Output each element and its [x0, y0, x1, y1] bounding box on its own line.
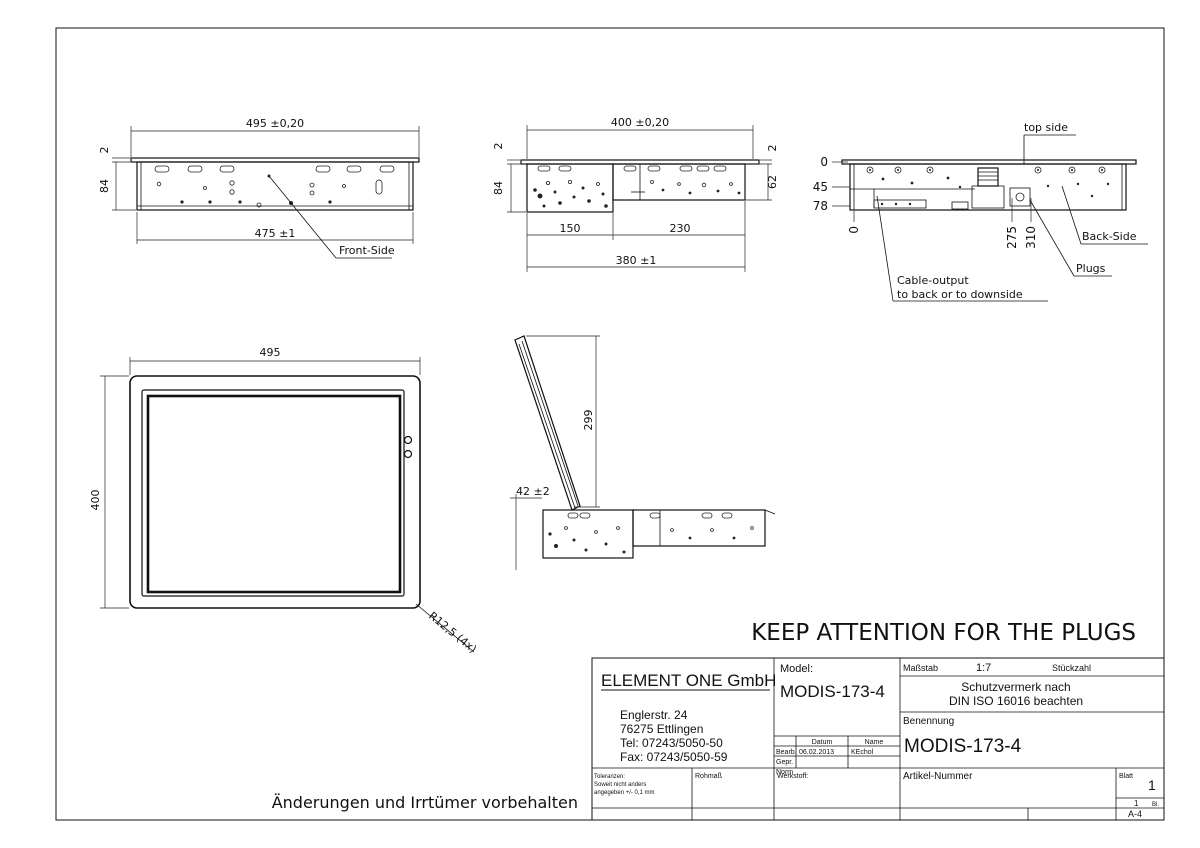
norm-label: Norm	[776, 769, 793, 776]
blatt-value: 1	[1148, 777, 1156, 793]
plugs-callout: Plugs	[1076, 262, 1106, 275]
panel-view: 495 400 R12,5 (4x)	[89, 346, 479, 656]
bearb-date: 06.02.2013	[799, 749, 834, 756]
side-width-top-dim: 400 ±0,20	[611, 116, 669, 129]
tilt-offset-dim: 42 ±2	[516, 485, 550, 498]
tolerance-line1: Toleranzen:	[594, 774, 625, 780]
front-width-bottom-dim: 475 ±1	[255, 227, 296, 240]
company-street: Englerstr. 24	[620, 708, 688, 722]
front-view: 495 ±0,20 2 84 475 ±1 Front-Side	[98, 117, 420, 259]
protection-line2: DIN ISO 16016 beachten	[949, 694, 1083, 708]
werkstoff-label: Werkstoff:	[777, 773, 808, 780]
front-width-top-dim: 495 ±0,20	[246, 117, 304, 130]
plug-connector	[1009, 187, 1031, 207]
side-holes	[533, 179, 741, 208]
front-top-gap-dim: 2	[98, 147, 111, 154]
model-value: MODIS-173-4	[780, 682, 885, 701]
panel-led-bottom	[403, 449, 413, 459]
side-seg-right-dim: 230	[670, 222, 691, 235]
front-height-dim: 84	[98, 179, 111, 193]
top-view-plate	[841, 159, 1137, 165]
panel-display-bezel	[141, 389, 405, 597]
tilt-left-box	[542, 509, 634, 559]
scale-value: 1:7	[976, 662, 991, 674]
side-view: 400 ±0,20 2 84 2 62 150 230 380 ±1	[492, 116, 779, 272]
protection-line1: Schutzvermerk nach	[961, 680, 1070, 694]
panel-display-area	[146, 394, 402, 594]
tilt-right-box	[632, 509, 766, 547]
top-side-label: top side	[1024, 121, 1068, 134]
bearb-name: KEchol	[851, 749, 874, 756]
panel-led-top	[403, 435, 413, 445]
side-right-gap-dim: 2	[766, 145, 779, 152]
side-height-right-dim: 62	[766, 175, 779, 189]
datum-label: Datum	[812, 739, 833, 746]
panel-height-dim: 400	[89, 490, 102, 511]
tilt-holes	[548, 512, 754, 554]
side-slots	[537, 165, 727, 172]
front-side-callout: Front-Side	[339, 244, 395, 257]
sheets-value: 1	[1134, 799, 1139, 808]
plugs-notice: KEEP ATTENTION FOR THE PLUGS	[751, 620, 1136, 646]
top-view: 0 45 78 0 275 310 top side Back-Side Plu…	[813, 121, 1148, 302]
artikel-label: Artikel-Nummer	[903, 771, 973, 782]
tolerance-line3: angegeben +/- 0,1 mm	[594, 790, 655, 796]
company-name: ELEMENT ONE GmbH	[601, 671, 776, 690]
panel-width-dim: 495	[260, 346, 281, 359]
panel-outline	[129, 375, 421, 609]
front-holes	[156, 174, 346, 208]
cable-callout-line1: Cable-output	[897, 274, 969, 287]
front-slots	[154, 165, 395, 195]
stueckzahl-label: Stückzahl	[1052, 663, 1091, 673]
tolerance-line2: Soweit nicht anders	[594, 782, 646, 788]
top-x-mark-275: 275	[1005, 226, 1019, 249]
front-body	[136, 161, 414, 211]
side-height-left-dim: 84	[492, 181, 505, 195]
massstab-label: Maßstab	[903, 663, 938, 673]
side-top-plate	[520, 159, 760, 165]
back-side-callout: Back-Side	[1082, 230, 1137, 243]
tilt-view: 299 42 ±2	[510, 335, 776, 570]
company-city: 76275 Ettlingen	[620, 722, 703, 736]
company-tel: Tel: 07243/5050-50	[620, 736, 723, 750]
top-y-mark-78: 78	[813, 199, 828, 213]
top-x-mark-310: 310	[1024, 226, 1038, 249]
bl-label: Bl.	[1152, 802, 1159, 808]
benennung-value: MODIS-173-4	[904, 736, 1022, 757]
format-value: A-4	[1128, 809, 1142, 819]
disclaimer: Änderungen und Irrtümer vorbehalten	[272, 793, 578, 812]
panel-radius-dim: R12,5 (4x)	[426, 609, 479, 655]
top-view-body	[849, 163, 1127, 211]
benennung-label: Benennung	[903, 716, 954, 727]
top-y-mark-45: 45	[813, 180, 828, 194]
side-right-box	[612, 163, 746, 201]
gepr-label: Gepr.	[776, 759, 793, 766]
side-left-gap-dim: 2	[492, 143, 505, 150]
plug-tower	[977, 167, 999, 187]
blatt-label: Blatt	[1119, 773, 1133, 780]
title-block: ELEMENT ONE GmbH Englerstr. 24 76275 Ett…	[591, 657, 1165, 821]
rohmass-label: Rohmaß	[695, 773, 722, 780]
top-x-mark-0: 0	[847, 226, 861, 234]
tilt-panel	[514, 335, 581, 511]
tilt-height-dim: 299	[582, 410, 595, 431]
front-top-plate	[130, 157, 420, 163]
bearb-label: Bearb.	[776, 749, 797, 756]
model-label: Model:	[780, 663, 813, 675]
cable-callout-line2: to back or to downside	[897, 288, 1023, 301]
side-seg-left-dim: 150	[560, 222, 581, 235]
name-label: Name	[865, 739, 884, 746]
side-width-bottom-dim: 380 ±1	[616, 254, 657, 267]
top-view-holes	[866, 166, 1110, 206]
company-fax: Fax: 07243/5050-59	[620, 750, 728, 764]
top-y-mark-0: 0	[820, 155, 828, 169]
